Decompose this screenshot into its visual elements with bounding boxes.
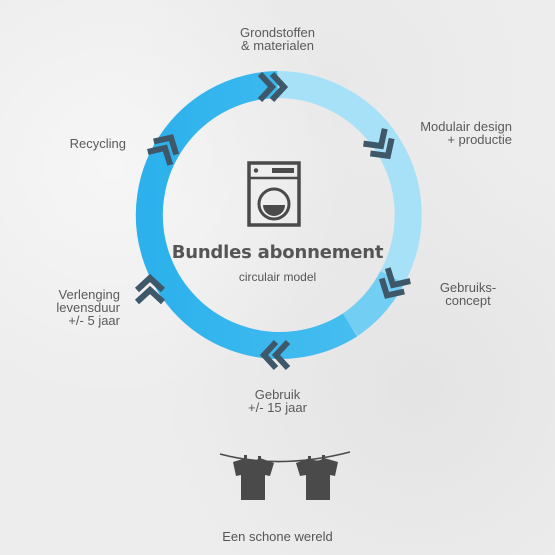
- stage-label-use: Gebruik +/- 15 jaar: [248, 387, 307, 415]
- cycle-ring: [135, 70, 422, 359]
- stage-label-concept: Gebruiks- concept: [439, 280, 497, 308]
- footer-caption: Een schone wereld: [222, 529, 333, 544]
- diagram-title: Bundles abonnement: [171, 242, 384, 263]
- diagram-subtitle: circulair model: [238, 270, 317, 284]
- chevron-icon: [134, 273, 166, 305]
- chevron-icon: [259, 339, 291, 371]
- chevron-icon: [378, 267, 411, 299]
- chevron-icon: [147, 134, 180, 166]
- chevron-icon: [363, 128, 395, 160]
- stage-label-recycling: Recycling: [69, 136, 126, 151]
- stage-label-raw-materials: Grondstoffen & materialen: [240, 25, 315, 53]
- ring-segment-dark: [135, 71, 358, 359]
- chevron-icon: [257, 71, 289, 103]
- washing-machine-icon: [247, 161, 301, 227]
- stage-label-design: Modulair design + productie: [420, 119, 512, 147]
- stage-label-extension: Verlenging levensduur +/- 5 jaar: [56, 287, 120, 328]
- clothesline-icon: [219, 451, 351, 500]
